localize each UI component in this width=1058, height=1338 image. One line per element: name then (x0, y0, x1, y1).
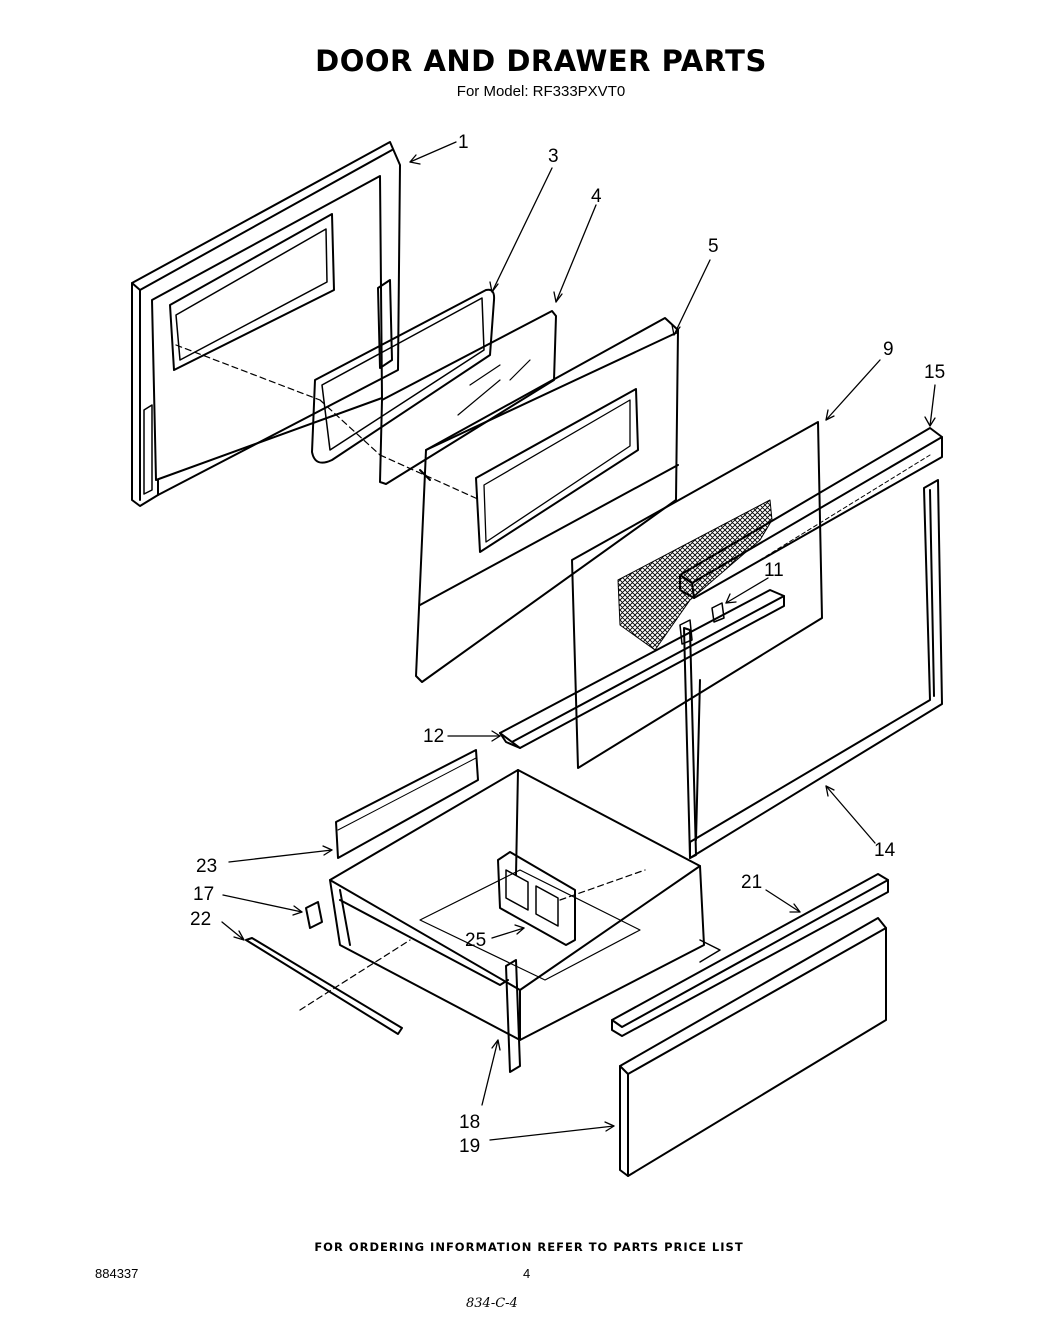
callout-1: 1 (458, 132, 469, 153)
page-number: 4 (523, 1266, 531, 1281)
door-liner (571, 421, 823, 769)
callout-22: 22 (190, 909, 211, 930)
handwritten-note: 834-C-4 (466, 1296, 518, 1311)
callout-19: 19 (459, 1136, 480, 1157)
callout-11: 11 (764, 560, 784, 581)
document-number: 884337 (95, 1266, 139, 1281)
callout-25: 25 (465, 930, 486, 951)
rear-bracket (497, 851, 576, 946)
page-title: DOOR AND DRAWER PARTS (315, 44, 767, 78)
callout-3: 3 (548, 146, 559, 167)
callout-15: 15 (924, 362, 945, 383)
leader-lines (221, 141, 936, 1141)
callout-4: 4 (591, 186, 602, 207)
callout-5: 5 (708, 236, 719, 257)
drawer-rail (611, 873, 889, 1037)
callout-14: 14 (874, 840, 896, 861)
drawer-strip (335, 749, 479, 859)
callout-17: 17 (193, 884, 214, 905)
callout-12: 12 (423, 726, 444, 747)
callout-9: 9 (883, 339, 894, 360)
door-gasket (311, 288, 496, 464)
drawer-body (329, 769, 721, 1041)
alignment-lines (175, 344, 646, 1011)
top-channel (679, 427, 943, 599)
drawer-front (619, 917, 887, 1177)
hinge-bar (499, 589, 785, 749)
model-subtitle: For Model: RF333PXVT0 (456, 83, 626, 100)
outer-door-panel (131, 141, 401, 507)
inner-door-panel (415, 317, 679, 683)
ordering-info-footer: FOR ORDERING INFORMATION REFER TO PARTS … (314, 1240, 744, 1254)
door-frame (683, 479, 943, 859)
callout-23: 23 (196, 856, 217, 877)
callout-18: 18 (459, 1112, 480, 1133)
drawer-side-bracket (339, 899, 521, 1073)
drawer-clip (305, 901, 323, 929)
callout-labels: 1 3 4 5 9 15 11 12 14 23 17 22 21 25 18 … (190, 132, 945, 1157)
callout-21: 21 (741, 872, 762, 893)
drawer-rod (245, 937, 403, 1035)
